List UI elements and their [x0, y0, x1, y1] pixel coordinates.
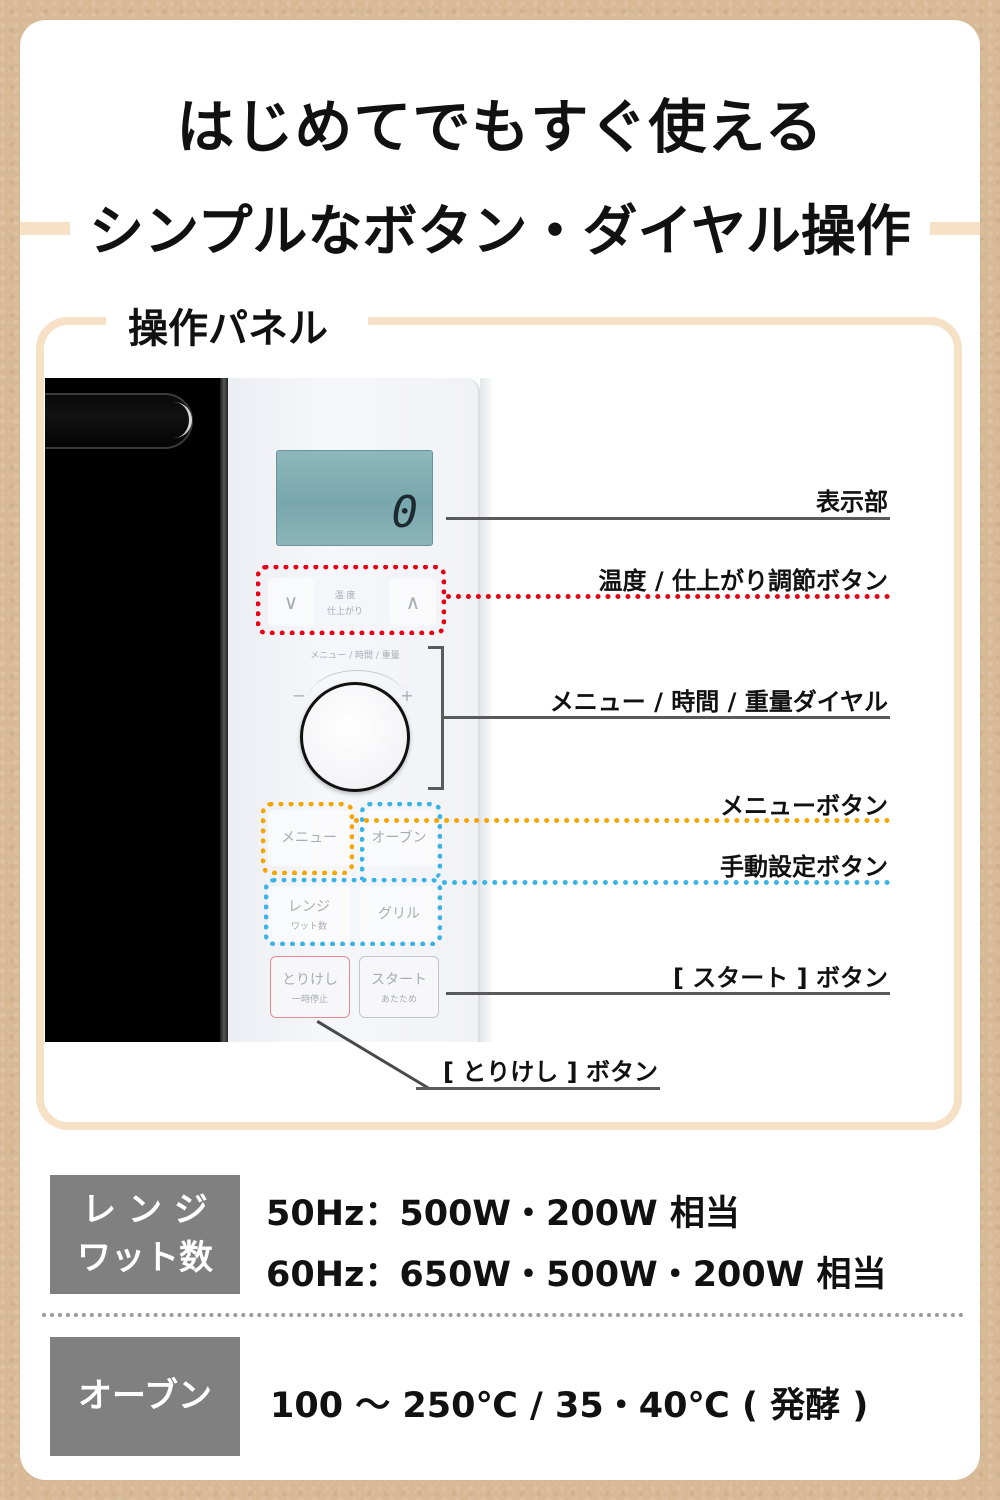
chevron-up-icon: ∧: [405, 590, 421, 614]
callout-cancel-label: [ とりけし ] ボタン: [442, 1058, 658, 1086]
spec-tag-oven-label: オーブン: [78, 1376, 212, 1416]
microwave-side: [480, 378, 492, 1042]
menu-button-highlight: [261, 802, 354, 875]
callout-dial-line: [444, 716, 890, 719]
menu-button[interactable]: メニュー: [268, 810, 350, 866]
headline-secondary-wrap: シンプルなボタン・ダイヤル操作: [0, 186, 1000, 266]
grill-button[interactable]: グリル: [360, 886, 438, 942]
control-panel-frame: [36, 317, 962, 1130]
microwave-door: [45, 378, 225, 1042]
chevron-down-icon: ∨: [283, 590, 299, 614]
temp-label-bottom: 仕上がり: [326, 607, 363, 617]
callout-temp-line: [446, 594, 890, 599]
spec-divider: [42, 1313, 964, 1317]
callout-temp-label: 温度 / 仕上がり調節ボタン: [598, 567, 888, 595]
callout-display-line: [446, 517, 890, 520]
menu-button-label: メニュー: [281, 830, 337, 846]
callout-menu-line: [354, 818, 890, 823]
range-button-sublabel: ワット数: [290, 922, 327, 932]
dial-caption: メニュー / 時間 / 重量: [310, 651, 400, 661]
panel-title: 操作パネル: [128, 306, 328, 352]
dial-arc: [308, 670, 406, 730]
manual-buttons-highlight-top: [360, 802, 442, 880]
decor-bar-right: [930, 222, 980, 235]
spec-tag-oven: オーブン: [50, 1337, 240, 1456]
start-button-sublabel: あたため: [380, 995, 417, 1005]
temp-up-button[interactable]: ∧: [390, 578, 436, 626]
start-button[interactable]: スタート あたため: [359, 956, 439, 1018]
dial-plus-icon: +: [400, 686, 414, 705]
spec-tag-range: レ ン ジ ワット数: [50, 1175, 240, 1294]
panel-title-mask: [106, 290, 368, 350]
decor-bar-left: [20, 222, 70, 235]
temp-label-top: 温 度: [334, 591, 356, 601]
temp-down-button[interactable]: ∨: [268, 578, 314, 626]
cancel-button-label: とりけし: [282, 972, 338, 988]
callout-manual-line: [442, 880, 890, 885]
menu-time-weight-dial[interactable]: [300, 682, 410, 792]
cancel-button-sublabel: 一時停止: [291, 995, 328, 1005]
oven-button-label: オーブン: [371, 830, 427, 846]
callout-start-line: [446, 992, 890, 995]
callout-menu-label: メニューボタン: [720, 792, 888, 820]
callout-cancel-line: [416, 1087, 660, 1090]
callout-display-label: 表示部: [816, 488, 888, 516]
spec-oven-temp: 100 ～ 250℃ / 35・40℃ ( 発酵 ): [270, 1386, 869, 1426]
callout-manual-label: 手動設定ボタン: [720, 853, 888, 881]
dial-minus-icon: −: [292, 686, 306, 705]
door-edge: [220, 378, 228, 1042]
lcd-display: 0: [276, 450, 433, 546]
callout-start-label: [ スタート ] ボタン: [672, 964, 888, 992]
spec-range-60hz: 60Hz：650W・500W・200W 相当: [266, 1255, 887, 1295]
dial-bracket: [428, 646, 444, 790]
manual-buttons-highlight-bottom: [264, 878, 442, 946]
range-button-label: レンジ: [288, 899, 330, 915]
range-button[interactable]: レンジ ワット数: [268, 886, 350, 942]
cancel-button[interactable]: とりけし 一時停止: [270, 956, 350, 1018]
spec-tag-range-line2: ワット数: [77, 1238, 213, 1278]
headline-primary: はじめてでもすぐ使える: [176, 93, 824, 161]
start-button-label: スタート: [371, 972, 427, 988]
grill-button-label: グリル: [378, 906, 420, 922]
lcd-digit: 0: [391, 487, 419, 538]
spec-tag-range-line1: レ ン ジ: [82, 1190, 208, 1230]
spec-range-50hz: 50Hz：500W・200W 相当: [266, 1194, 740, 1234]
callout-dial-label: メニュー / 時間 / 重量ダイヤル: [549, 688, 888, 716]
temp-buttons-highlight: [256, 565, 446, 635]
handle-highlight: [168, 402, 192, 438]
headline-secondary: シンプルなボタン・ダイヤル操作: [89, 199, 911, 263]
